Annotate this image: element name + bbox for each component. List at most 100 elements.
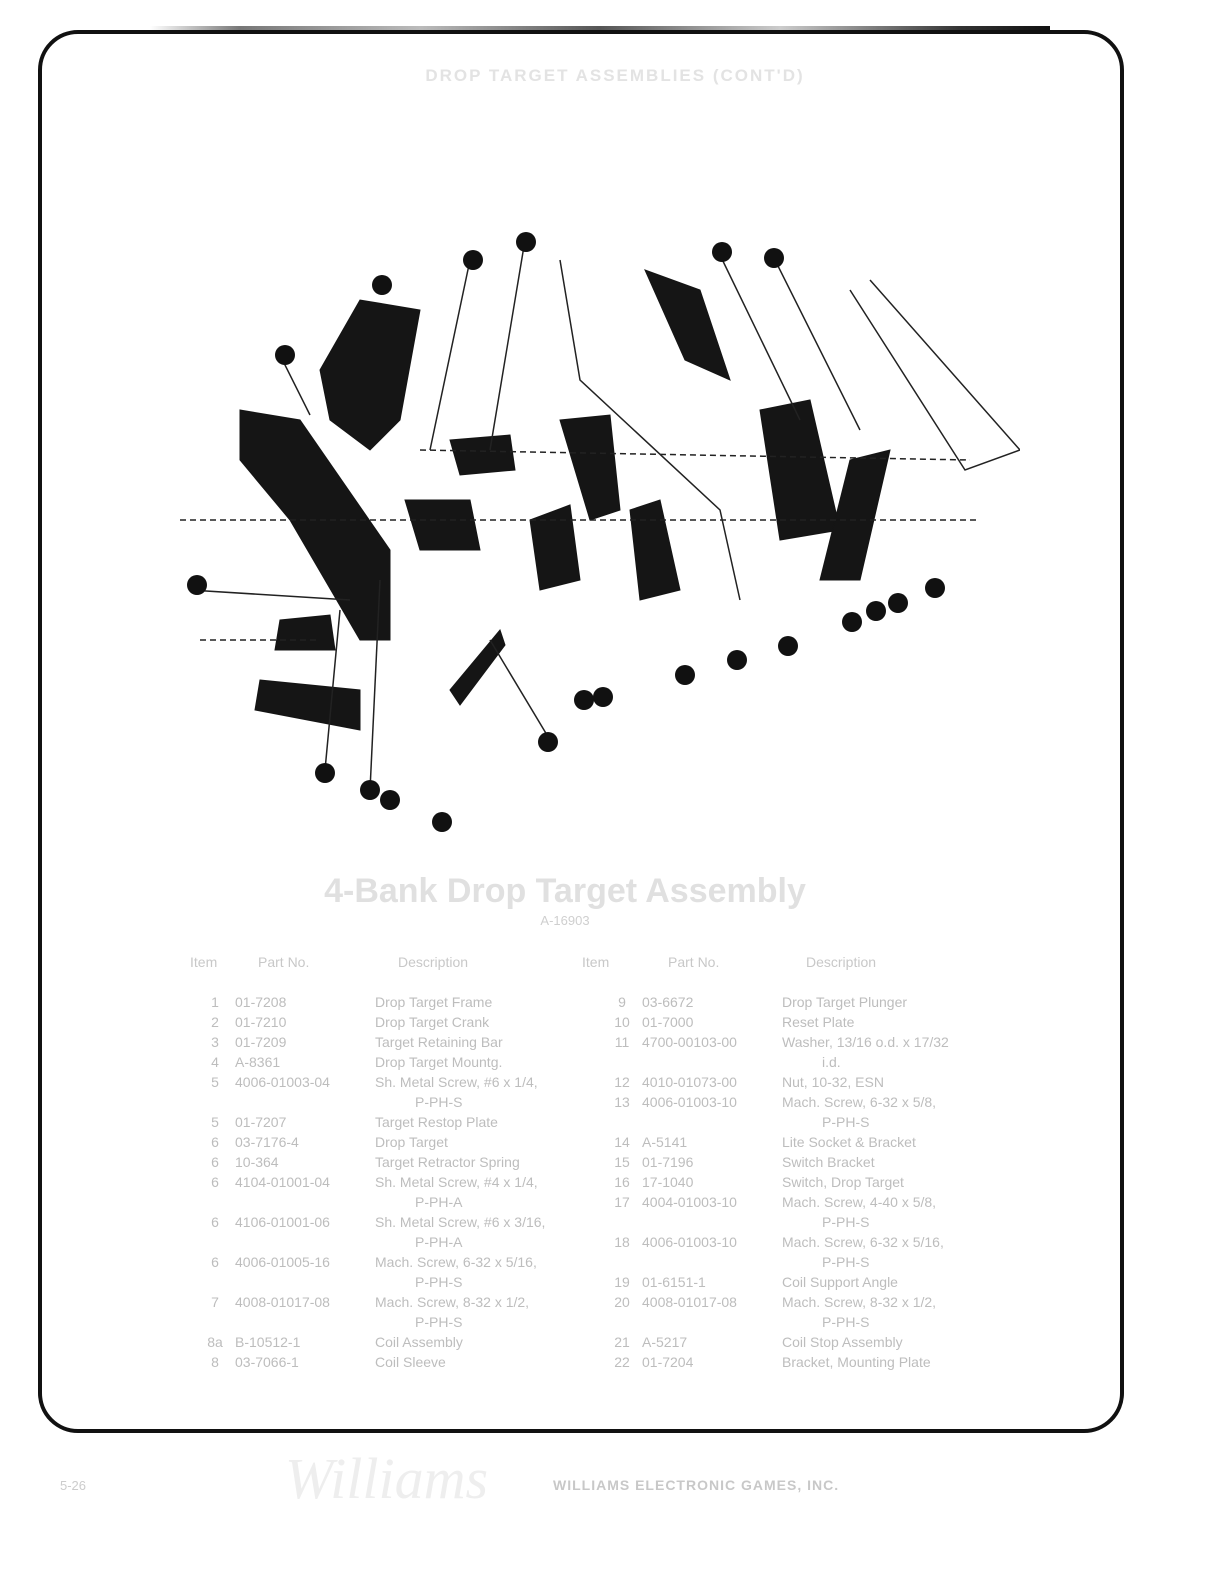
part-number: B-10512-1 (235, 1334, 301, 1350)
part-description: Sh. Metal Screw, #6 x 1/4,P-PH-S (375, 1072, 575, 1112)
drop-targets (644, 269, 731, 381)
part-description-line: Sh. Metal Screw, #4 x 1/4, (375, 1174, 538, 1190)
item-number: 8a (207, 1334, 223, 1350)
callout-marker (593, 687, 613, 707)
coil-sleeve (449, 628, 506, 706)
part-description: Coil Sleeve (375, 1354, 446, 1370)
part-number: 03-6672 (642, 994, 694, 1010)
page-number: 5-26 (60, 1478, 87, 1493)
part-number: 03-7066-1 (235, 1354, 299, 1370)
item-number: 5 (211, 1114, 219, 1130)
part-description-cont: P-PH-S (822, 1214, 870, 1230)
part-description: Coil Support Angle (782, 1274, 898, 1290)
part-number: 01-7210 (235, 1014, 287, 1030)
part-description: Bracket, Mounting Plate (782, 1354, 931, 1370)
part-description: Drop Target Mountg. (375, 1054, 503, 1070)
part-number: 4006-01003-10 (642, 1234, 737, 1250)
item-number: 18 (614, 1234, 630, 1250)
part-description: Drop Target (375, 1134, 448, 1150)
callout-marker (866, 601, 886, 621)
col-description-2: Description (806, 954, 877, 970)
callout-marker (538, 732, 558, 752)
col-part-no: Part No. (258, 954, 310, 970)
williams-logo: Williams (285, 1446, 489, 1511)
callout-marker (360, 780, 380, 800)
part-number: 4008-01017-08 (642, 1294, 737, 1310)
callout-marker (675, 665, 695, 685)
page-border (38, 30, 1124, 1433)
part-description-line: Washer, 13/16 o.d. x 17/32 (782, 1034, 949, 1050)
coil-stop (629, 499, 681, 601)
item-number: 6 (211, 1174, 219, 1190)
part-description: Mach. Screw, 6-32 x 5/16,P-PH-S (782, 1232, 982, 1272)
part-number: 4700-00103-00 (642, 1034, 737, 1050)
part-description-line: Mach. Screw, 8-32 x 1/2, (782, 1294, 937, 1310)
part-number: 01-7204 (642, 1354, 694, 1370)
part-description: Mach. Screw, 6-32 x 5/8,P-PH-S (782, 1092, 982, 1132)
item-number: 22 (614, 1354, 630, 1370)
lower-bracket (254, 679, 361, 731)
callout-marker (574, 690, 594, 710)
part-number: A-5141 (642, 1134, 688, 1150)
part-description: Coil Assembly (375, 1334, 463, 1350)
item-number: 6 (211, 1134, 219, 1150)
part-number: 17-1040 (642, 1174, 694, 1190)
part-description-line: Mach. Screw, 6-32 x 5/16, (375, 1254, 537, 1270)
item-number: 6 (211, 1214, 219, 1230)
assembly-title: 4-Bank Drop Target Assembly (324, 872, 806, 910)
part-description-cont: P-PH-S (822, 1254, 870, 1270)
assembly-number: A-16903 (540, 913, 590, 928)
callout-marker (275, 345, 295, 365)
part-description: Mach. Screw, 8-32 x 1/2,P-PH-S (782, 1292, 982, 1332)
callout-marker (764, 248, 784, 268)
callout-marker (315, 763, 335, 783)
col-description: Description (398, 954, 469, 970)
callout-marker (888, 593, 908, 613)
callout-marker (372, 275, 392, 295)
callout-marker (187, 575, 207, 595)
item-number: 8 (211, 1354, 219, 1370)
switch-assembly (759, 399, 841, 541)
part-description: Drop Target Crank (375, 1014, 490, 1030)
item-number: 6 (211, 1254, 219, 1270)
item-number: 12 (614, 1074, 630, 1090)
part-number: 01-7207 (235, 1114, 287, 1130)
mounting-bracket (449, 434, 516, 476)
part-description-line: Mach. Screw, 8-32 x 1/2, (375, 1294, 530, 1310)
callout-marker (842, 612, 862, 632)
part-number: 4004-01003-10 (642, 1194, 737, 1210)
part-description: Target Retaining Bar (375, 1034, 503, 1050)
part-number: 01-7196 (642, 1154, 694, 1170)
part-description-cont: P-PH-S (415, 1094, 463, 1110)
scan-edge (150, 26, 1050, 32)
parts-row: 22 01-7204 Bracket, Mounting Plate (602, 1352, 982, 1372)
part-description-cont: P-PH-S (415, 1274, 463, 1290)
part-number: 01-6151-1 (642, 1274, 706, 1290)
company-name: WILLIAMS ELECTRONIC GAMES, INC. (553, 1477, 840, 1493)
part-description: Target Restop Plate (375, 1114, 498, 1130)
item-number: 1 (211, 994, 219, 1010)
drop-target-crank (319, 299, 421, 451)
parts-row: 8 03-7066-1 Coil Sleeve (195, 1352, 575, 1372)
lite-socket (274, 614, 336, 651)
part-number: 4006-01003-10 (642, 1094, 737, 1110)
part-number: 4106-01001-06 (235, 1214, 330, 1230)
callout-marker (380, 790, 400, 810)
item-number: 21 (614, 1334, 630, 1350)
part-description: Reset Plate (782, 1014, 855, 1030)
part-description: Lite Socket & Bracket (782, 1134, 916, 1150)
item-number: 16 (614, 1174, 630, 1190)
reset-plate (819, 449, 891, 581)
col-item: Item (190, 954, 218, 970)
